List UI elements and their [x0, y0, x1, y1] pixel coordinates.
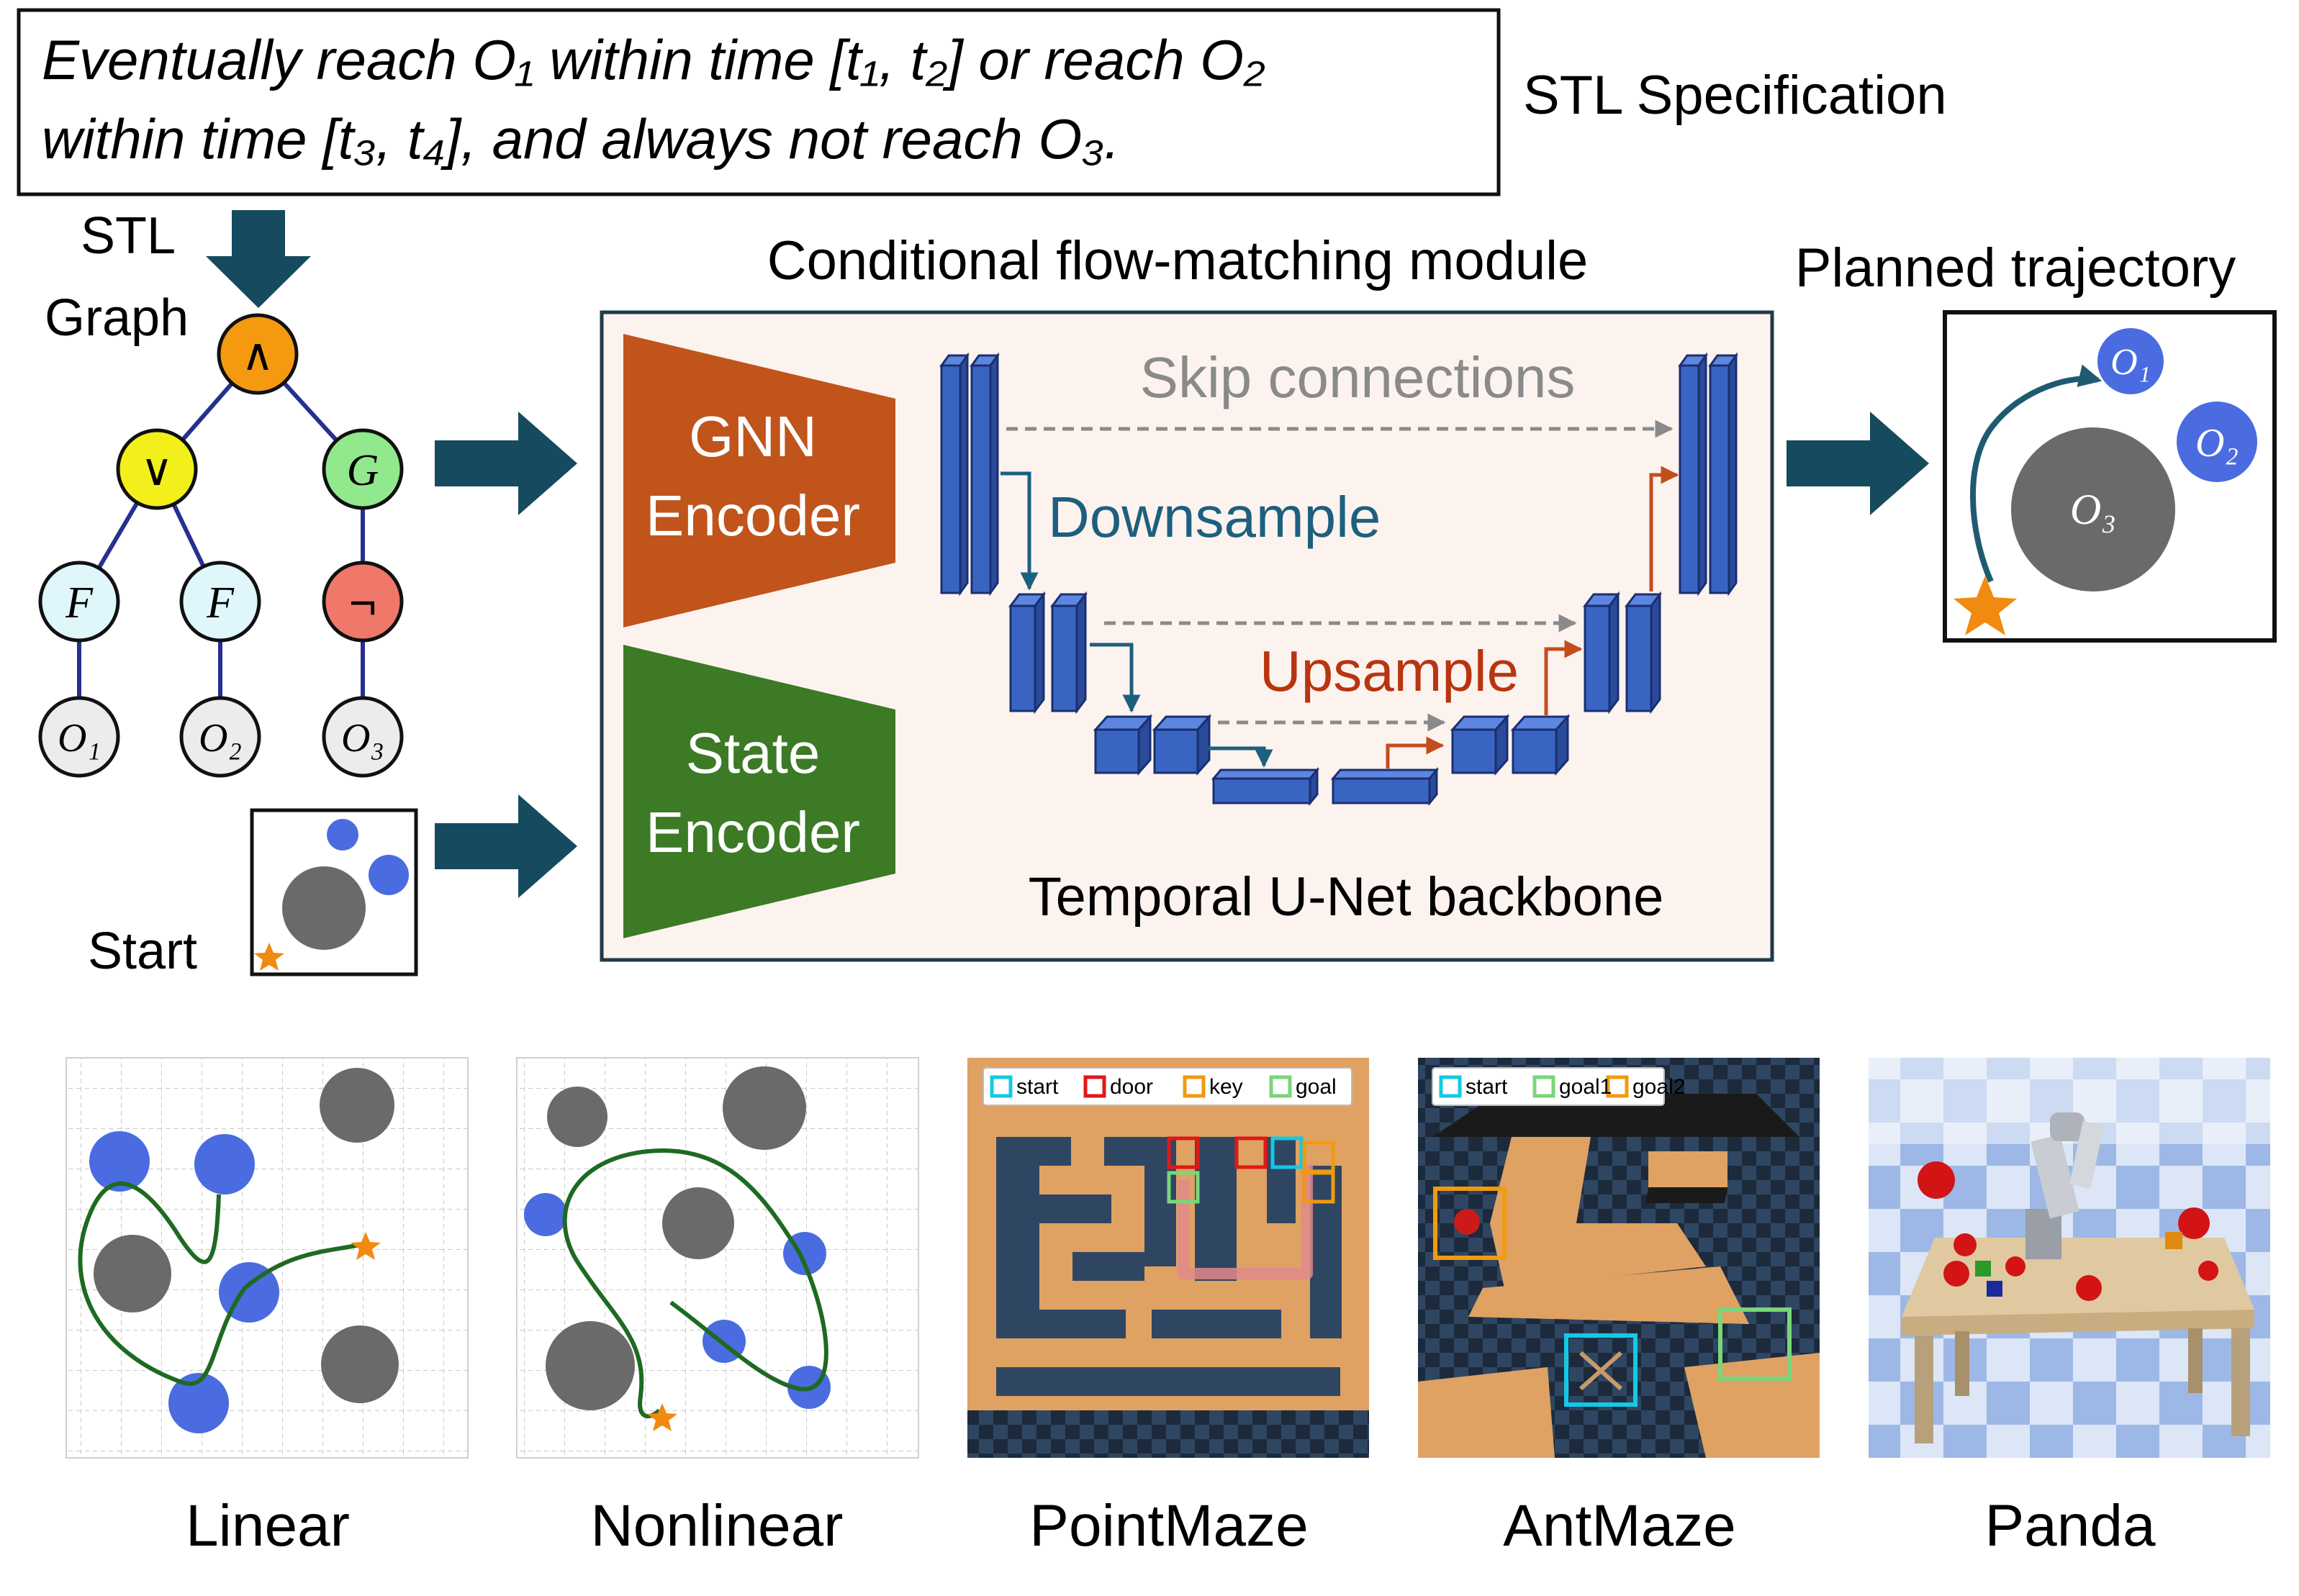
traj-o3 [2011, 427, 2175, 591]
linear-panel [66, 1057, 469, 1459]
pointmaze-legend-key: key [1209, 1075, 1243, 1099]
panda-panel [1869, 1058, 2270, 1458]
skip-arrows [1006, 420, 1674, 732]
graph-label-line2: Graph [45, 289, 189, 347]
ant-icon [1579, 1351, 1622, 1391]
pointmaze-legend-start: start [1016, 1075, 1059, 1099]
start-label: Start [88, 922, 197, 980]
o1-symbol: O₁ [58, 716, 101, 761]
gnn-line-2: Encoder [646, 484, 860, 548]
nonlinear-panel [516, 1057, 919, 1459]
state-encoder [623, 645, 895, 938]
upsample-label: Upsample [1260, 639, 1519, 703]
robot-arm-icon [2025, 1112, 2105, 1259]
pointmaze-panel [967, 1058, 1369, 1458]
skip-label: Skip connections [1140, 345, 1576, 409]
spec-box: Eventually reach O₁ within time [t₁, t₂]… [17, 8, 1501, 196]
o2-node [179, 696, 261, 778]
o3-symbol: O₃ [341, 716, 384, 761]
gnn-line-1: GNN [689, 404, 817, 468]
spec-to-graph-arrow [206, 210, 311, 308]
nonlinear-label: Nonlinear [591, 1493, 844, 1559]
eventually-node-2 [179, 561, 261, 643]
upsample-arrows [1386, 466, 1679, 768]
eventually-symbol-2: F [206, 579, 235, 627]
pointmaze-legend-door: door [1110, 1075, 1153, 1099]
or-node [116, 428, 198, 510]
traj-o1-label: O₁ [2110, 342, 2151, 383]
o2-symbol: O₂ [199, 716, 242, 761]
antmaze-legend-goal2: goal2 [1632, 1075, 1685, 1099]
not-node [322, 561, 404, 643]
start-star-icon [254, 943, 284, 971]
pointmaze-label: PointMaze [1029, 1493, 1308, 1559]
state-line-2: Encoder [646, 800, 860, 864]
backbone-label: Temporal U-Net backbone [1029, 866, 1664, 928]
state-line-1: State [686, 721, 821, 785]
antmaze-label: AntMaze [1503, 1493, 1736, 1559]
spec-label: STL Specification [1523, 65, 1947, 126]
linear-label: Linear [186, 1493, 350, 1559]
start-to-module-arrow [435, 794, 577, 898]
module-to-trajectory-arrow [1787, 412, 1929, 515]
trajectory-map [1943, 310, 2277, 643]
graph-to-module-arrow [435, 412, 577, 515]
antmaze-panel [1418, 1058, 1820, 1458]
traj-o2-label: O₂ [2195, 421, 2239, 466]
gnn-encoder [623, 334, 895, 627]
traj-o2 [2177, 402, 2257, 482]
antmaze-legend-goal1: goal1 [1559, 1075, 1612, 1099]
o3-node [322, 696, 404, 778]
spec-line-2: within time [t₃, t₄], and always not rea… [42, 107, 1120, 171]
not-symbol: ¬ [349, 576, 377, 629]
unet-blocks [939, 352, 1738, 807]
start-map [250, 808, 418, 976]
traj-star-icon [1954, 576, 2017, 635]
trajectory-title: Planned trajectory [1795, 237, 2236, 299]
spec-line-1: Eventually reach O₁ within time [t₁, t₂]… [42, 28, 1265, 91]
traj-path [1970, 364, 2102, 583]
or-symbol: ∨ [140, 445, 173, 495]
pointmaze-legend-goal: goal [1296, 1075, 1337, 1099]
linear-star-icon [351, 1232, 381, 1260]
graph-label-line1: STL [81, 207, 176, 265]
and-node [217, 313, 299, 395]
stl-graph [77, 352, 365, 737]
o1-node [38, 696, 120, 778]
module-title: Conditional flow-matching module [767, 230, 1589, 291]
antmaze-legend-start: start [1465, 1075, 1508, 1099]
globally-node [322, 428, 404, 510]
traj-o3-label: O₃ [2070, 486, 2116, 533]
eventually-node-1 [38, 561, 120, 643]
downsample-label: Downsample [1048, 485, 1381, 549]
nonlinear-star-icon [647, 1403, 677, 1431]
globally-symbol: G [347, 446, 379, 495]
and-symbol: ∧ [241, 330, 274, 380]
panda-label: Panda [1984, 1493, 2156, 1559]
downsample-arrows [1001, 471, 1273, 768]
eventually-symbol-1: F [65, 579, 94, 627]
traj-o1 [2097, 328, 2164, 394]
